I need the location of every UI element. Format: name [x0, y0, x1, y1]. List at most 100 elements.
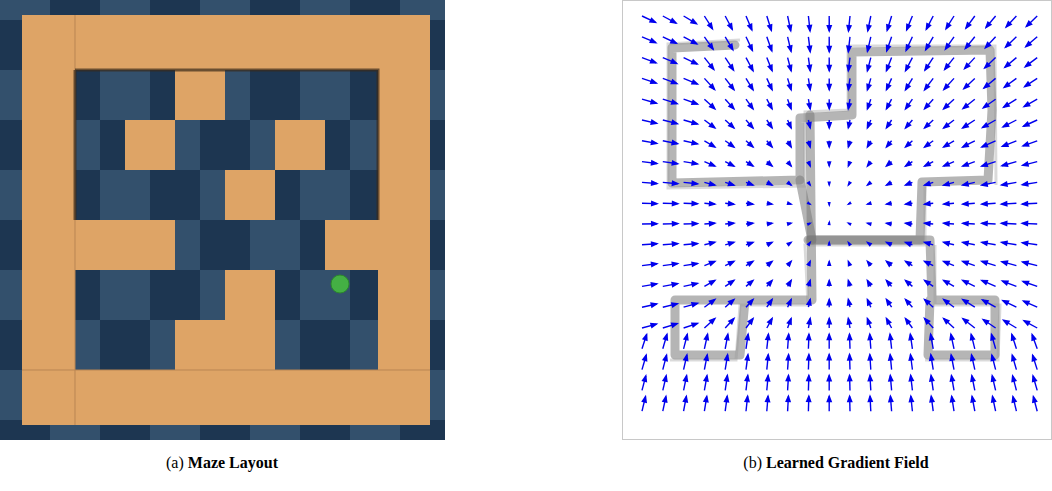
arrow-head	[961, 122, 969, 129]
arrow-head	[826, 84, 832, 92]
arrow-head	[885, 298, 892, 306]
arrow-head	[727, 261, 736, 267]
arrow-head	[885, 279, 892, 287]
arrow-head	[767, 44, 773, 53]
arrow-head	[962, 102, 970, 109]
arrow-head	[1032, 395, 1038, 404]
arrow-head	[961, 298, 969, 305]
arrow-head	[827, 240, 830, 246]
arrow-head	[904, 221, 912, 227]
arrow-head	[828, 220, 831, 225]
arrow-head	[806, 141, 812, 149]
arrow-head	[662, 395, 668, 403]
arrow-head	[724, 353, 730, 361]
arrow-head	[961, 261, 970, 267]
arrow-head	[766, 298, 773, 306]
arrow-head	[650, 119, 658, 125]
arrow-head	[867, 102, 873, 111]
arrow-head	[766, 241, 774, 247]
arrow-head	[990, 332, 996, 341]
arrow-head	[866, 160, 873, 167]
arrow-head	[1020, 241, 1028, 247]
arrow-head	[747, 298, 755, 306]
arrow-head	[708, 103, 716, 111]
arrow-head	[650, 323, 659, 329]
arrow-head	[866, 64, 872, 72]
arrow-head	[708, 298, 716, 305]
arrow-head	[806, 25, 812, 33]
arrow-head	[1001, 280, 1010, 286]
arrow-head	[1020, 181, 1028, 187]
arrow-head	[949, 332, 955, 340]
arrow-head	[787, 222, 793, 226]
arrow-head	[846, 83, 852, 91]
arrow-head	[847, 201, 852, 205]
arrow-head	[904, 298, 912, 306]
arrow-head	[747, 102, 754, 110]
arrow-head	[923, 161, 931, 167]
arrow-head	[908, 353, 914, 361]
arrow-head	[708, 83, 716, 91]
arrow-head	[806, 373, 812, 381]
arrow-head	[886, 64, 892, 73]
arrow-head	[865, 201, 871, 205]
arrow-head	[904, 279, 912, 287]
arrow-head	[908, 394, 914, 402]
arrow-head	[885, 160, 893, 168]
arrow-head	[662, 353, 668, 361]
arrow-head	[691, 160, 699, 166]
arrow-head	[944, 42, 951, 50]
arrow-head	[1011, 333, 1017, 342]
arrow-head	[727, 23, 733, 31]
arrow-head	[708, 261, 717, 267]
arrow-head	[991, 395, 997, 403]
arrow-head	[765, 332, 771, 340]
arrow-head	[746, 279, 754, 286]
arrow-head	[683, 353, 689, 361]
arrow-head	[826, 373, 832, 381]
arrow-head	[649, 58, 658, 64]
arrow-head	[924, 63, 931, 71]
arrow-head	[746, 160, 754, 167]
arrow-head	[1022, 320, 1030, 326]
arrow-head	[707, 22, 714, 30]
arrow-head	[765, 353, 771, 361]
arrow-head	[728, 221, 736, 227]
arrow-head	[691, 261, 699, 267]
arrow-head	[765, 394, 771, 402]
arrow-head	[786, 160, 793, 167]
arrow-head	[1022, 121, 1031, 127]
arrow-head	[1021, 161, 1029, 167]
arrow-head	[691, 322, 700, 328]
arrow-head	[847, 353, 853, 361]
arrow-head	[690, 59, 699, 65]
arrow-head	[766, 279, 774, 287]
arrow-head	[744, 374, 750, 382]
arrow-head	[690, 18, 698, 25]
arrow-head	[923, 298, 931, 306]
arrow-head	[999, 221, 1007, 227]
arrow-head	[744, 394, 750, 402]
arrow-head	[747, 83, 754, 91]
arrow-head	[929, 394, 935, 402]
arrow-head	[904, 121, 912, 129]
arrow-head	[826, 278, 832, 286]
arrow-head	[651, 200, 659, 206]
arrow-head	[923, 261, 932, 267]
arrow-head	[807, 222, 812, 225]
arrow-head	[649, 17, 658, 23]
arrow-head	[767, 317, 774, 325]
arrow-head	[747, 121, 755, 129]
arrow-head	[786, 260, 793, 267]
arrow-head	[787, 201, 794, 205]
arrow-head	[691, 221, 699, 227]
arrow-head	[703, 353, 709, 361]
arrow-head	[905, 83, 912, 91]
arrow-head	[1022, 101, 1030, 108]
arrow-head	[806, 83, 812, 91]
arrow-head	[962, 82, 970, 90]
arrow-head	[867, 298, 873, 307]
arrow-head	[766, 121, 773, 129]
arrow-head	[649, 38, 658, 44]
arrow-head	[785, 353, 791, 361]
